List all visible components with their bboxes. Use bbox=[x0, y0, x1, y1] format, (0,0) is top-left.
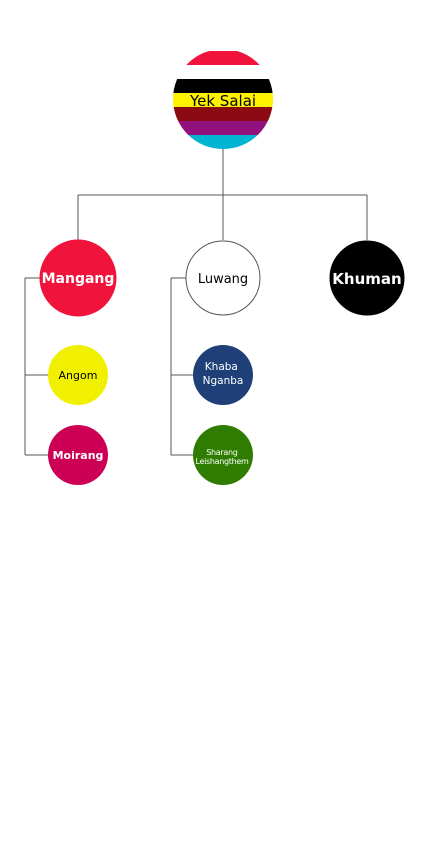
child-node-moirang: Moirang bbox=[48, 425, 108, 485]
child-node-angom: Angom bbox=[48, 345, 108, 405]
child-label-khaba-nganba: Khaba Nganba bbox=[203, 361, 244, 387]
child-node-khaba-nganba: Khaba Nganba bbox=[193, 345, 253, 405]
child-label-moirang: Moirang bbox=[53, 449, 104, 462]
branch-circle-khuman bbox=[329, 240, 405, 316]
branch-node-mangang: Mangang bbox=[39, 239, 117, 317]
root-stripe bbox=[173, 49, 273, 51]
branch-circle-luwang bbox=[185, 240, 261, 316]
child-label-leishangthem: Leishangthem bbox=[195, 457, 249, 466]
child-node-sharang-leishangthem: Sharang Leishangthem bbox=[193, 425, 253, 485]
child-label-nganba: Nganba bbox=[203, 375, 244, 387]
child-label-sharang-leishangthem: Sharang Leishangthem bbox=[195, 448, 249, 466]
branch-node-luwang: Luwang bbox=[185, 240, 261, 316]
branch-node-khuman: Khuman bbox=[329, 240, 405, 316]
root-stripe bbox=[173, 93, 273, 107]
branch-circle-mangang bbox=[39, 239, 117, 317]
branch-label-luwang: Luwang bbox=[198, 272, 248, 287]
child-circle-sharang-leishangthem bbox=[193, 425, 253, 485]
root-stripe bbox=[173, 51, 273, 65]
child-label-sharang: Sharang bbox=[206, 448, 238, 457]
root-stripe bbox=[173, 65, 273, 79]
child-circle-khaba-nganba bbox=[193, 345, 253, 405]
child-label-khaba: Khaba bbox=[205, 361, 238, 373]
root-stripe bbox=[173, 121, 273, 135]
connector-lines bbox=[24, 149, 368, 456]
root-stripe bbox=[173, 107, 273, 121]
branch-label-mangang: Mangang bbox=[42, 271, 115, 287]
root-node-yek-salai: Yek Salai bbox=[173, 49, 273, 149]
root-stripe bbox=[173, 135, 273, 149]
child-label-angom: Angom bbox=[59, 369, 98, 382]
root-label: Yek Salai bbox=[189, 92, 256, 110]
child-circle-angom bbox=[48, 345, 108, 405]
child-circle-moirang bbox=[48, 425, 108, 485]
branch-label-khuman: Khuman bbox=[332, 270, 401, 288]
root-stripe bbox=[173, 79, 273, 93]
